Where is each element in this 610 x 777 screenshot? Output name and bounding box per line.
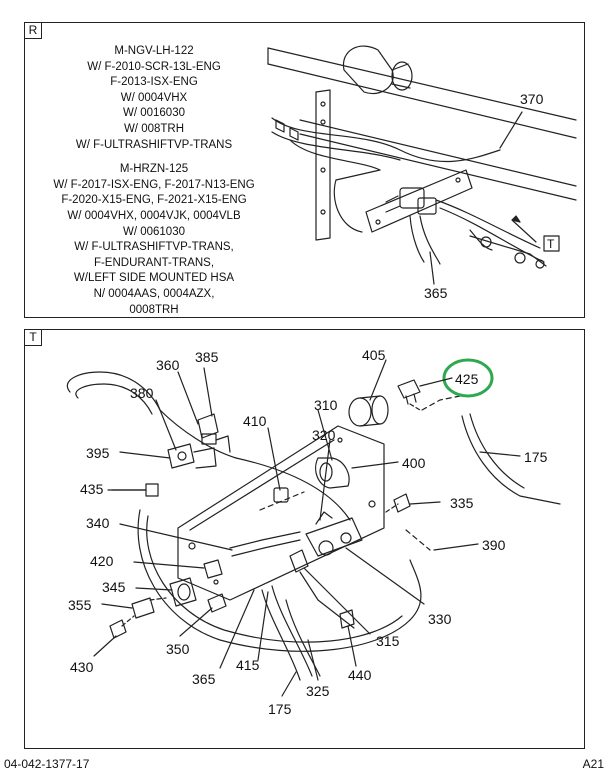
callout-395: 395 (86, 445, 110, 461)
callout-175-right: 175 (524, 449, 548, 465)
note-line: W/ 0061030 (122, 225, 185, 238)
note-line: W/ 008TRH (123, 122, 185, 135)
view-t-panel: T (24, 329, 585, 749)
callout-420: 420 (90, 553, 114, 569)
page-reference: A21 (582, 757, 604, 771)
callout-340: 340 (86, 515, 110, 531)
callout-330: 330 (428, 611, 452, 627)
note-line: W/ F-2017-ISX-ENG, F-2017-N13-ENG (53, 178, 255, 191)
note-line: W/ 0016030 (122, 107, 185, 120)
callout-310: 310 (314, 397, 338, 413)
callout-380: 380 (130, 385, 154, 401)
callout-390: 390 (482, 537, 506, 553)
note-line: W/ F-ULTRASHIFTVP-TRANS (75, 138, 233, 151)
note-line: 0008TRH (129, 303, 179, 316)
callout-345: 345 (102, 579, 126, 595)
note-line: M-HRZN-125 (119, 163, 189, 176)
callout-365-top: 365 (424, 285, 448, 301)
callout-435: 435 (80, 481, 104, 497)
note-line: W/ F-ULTRASHIFTVP-TRANS, (74, 241, 234, 254)
valve-assembly-drawing (66, 371, 561, 681)
document-number: 04-042-1377-17 (4, 757, 90, 771)
callout-430: 430 (70, 659, 94, 675)
note-line: F-2020-X15-ENG, F-2021-X15-ENG (61, 194, 247, 207)
note-line: M-NGV-LH-122 (114, 45, 194, 57)
callout-425: 425 (455, 371, 479, 387)
note-line: F-2013-ISX-ENG (110, 76, 198, 89)
callout-385: 385 (195, 349, 219, 365)
highlight-ring (442, 358, 494, 398)
callout-400: 400 (402, 455, 426, 471)
leader-lines (93, 359, 521, 697)
frame-rail-drawing (267, 45, 577, 269)
callout-350: 350 (166, 641, 190, 657)
note-line: N/ 0004AAS, 0004AZX, (93, 287, 215, 300)
callout-335: 335 (450, 495, 474, 511)
view-r-panel: R (24, 22, 585, 318)
callout-370: 370 (520, 91, 544, 107)
callout-355: 355 (68, 597, 92, 613)
callout-365: 365 (192, 671, 216, 687)
callout-440: 440 (348, 667, 372, 683)
callout-325: 325 (306, 683, 330, 699)
note-line: F-ENDURANT-TRANS, (93, 256, 215, 269)
note-line: W/LEFT SIDE MOUNTED HSA (73, 272, 235, 285)
note-line: W/ 0004VHX, 0004VJK, 0004VLB (67, 209, 241, 222)
view-arrow-tag: T (547, 237, 555, 251)
callout-415: 415 (236, 657, 260, 673)
callout-405: 405 (362, 347, 386, 363)
callout-320: 320 (312, 427, 336, 443)
view-r-tag: R (24, 22, 42, 39)
view-t-tag: T (24, 329, 42, 346)
applicability-notes: M-NGV-LH-122 W/ F-2010-SCR-13L-ENG F-201… (40, 44, 268, 318)
callout-315: 315 (376, 633, 400, 649)
note-line: W/ 0004VHX (120, 91, 188, 104)
note-line: W/ F-2010-SCR-13L-ENG (87, 60, 221, 73)
callout-360: 360 (156, 357, 180, 373)
callout-175-bottom: 175 (268, 701, 292, 717)
callout-410: 410 (243, 413, 267, 429)
